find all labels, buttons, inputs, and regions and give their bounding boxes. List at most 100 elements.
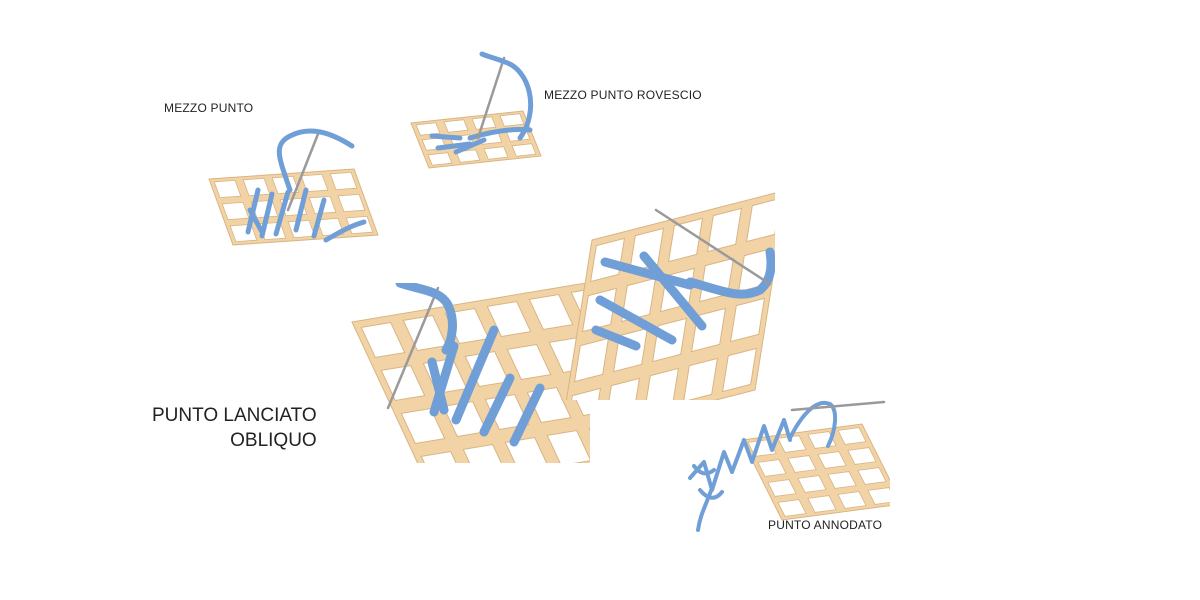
canvas-hole <box>329 171 358 191</box>
canvas-hole <box>300 173 329 193</box>
canvas-hole <box>573 337 610 383</box>
canvas-hole <box>667 217 704 263</box>
thread-stroke <box>451 325 499 425</box>
needle <box>386 286 440 410</box>
canvas-hole <box>797 475 827 493</box>
canvas-hole <box>847 447 877 465</box>
canvas-hole <box>645 367 680 400</box>
canvas-hole <box>337 193 366 213</box>
canvas-hole <box>588 427 590 432</box>
canvas-hole <box>483 146 509 160</box>
canvas-hole <box>706 207 743 253</box>
label-mezzo-punto: MEZZO PUNTO <box>164 101 254 115</box>
canvas-hole <box>609 467 652 502</box>
canvas-hole <box>787 455 817 473</box>
thread-stroke <box>479 51 534 141</box>
canvas-hole <box>499 113 525 127</box>
thread-stroke <box>595 295 677 345</box>
thread-stroke <box>247 207 265 235</box>
canvas-hole <box>651 460 694 495</box>
canvas-hole <box>721 347 758 393</box>
canvas-hole <box>427 152 453 166</box>
label-punto-lanciato-obliquo: PUNTO LANCIATO OBLIQUO <box>152 403 317 453</box>
label-mezzo-punto-rovescio: MEZZO PUNTO ROVESCIO <box>544 88 702 102</box>
thread-stroke <box>692 464 716 476</box>
thread-stroke <box>479 373 515 437</box>
thread-stroke <box>696 486 714 532</box>
canvas-hole <box>462 443 502 463</box>
thread-stroke <box>698 488 724 500</box>
label-punto-annodato: PUNTO ANNODATO <box>768 518 883 532</box>
canvas-grid <box>208 168 379 246</box>
canvas-hole <box>571 387 602 400</box>
canvas-hole <box>506 343 552 381</box>
canvas-hole <box>608 377 641 400</box>
thread-stroke <box>273 189 291 237</box>
mezzo-punto-figure <box>208 128 379 246</box>
canvas-hole <box>837 427 867 445</box>
punto-lanciato-detail-figure <box>565 192 775 400</box>
canvas-hole <box>483 488 526 523</box>
thread-stroke <box>600 257 695 290</box>
canvas-hole <box>567 474 610 509</box>
canvas-hole <box>443 119 469 133</box>
needle <box>476 56 506 140</box>
canvas-hole <box>380 364 426 402</box>
thread-stitches <box>427 325 545 447</box>
canvas-hole <box>777 499 807 517</box>
thread-stroke <box>395 283 457 355</box>
thread-stroke <box>435 141 473 151</box>
canvas-hole <box>420 450 457 463</box>
canvas-hole <box>528 293 574 331</box>
thread-stroke <box>427 357 449 415</box>
canvas-hole <box>631 417 674 452</box>
thread-stroke <box>311 197 327 239</box>
canvas-grid <box>741 423 890 521</box>
canvas-hole <box>867 487 890 505</box>
thread-stitches <box>245 187 367 243</box>
canvas-hole <box>511 143 537 157</box>
canvas-hole <box>807 495 837 513</box>
thread-stroke <box>293 187 309 233</box>
label-punto-lanciato-line1: PUNTO LANCIATO <box>152 405 317 426</box>
thread-stitches <box>591 247 775 351</box>
canvas-hole <box>360 321 406 359</box>
canvas-hole <box>546 429 590 463</box>
canvas-hole <box>827 471 857 489</box>
canvas-hole <box>628 227 665 273</box>
canvas-hole <box>441 495 484 530</box>
punto-annodato-figure <box>688 400 890 532</box>
thread-stroke <box>509 383 545 447</box>
canvas-hole <box>400 407 446 445</box>
needle <box>286 132 320 212</box>
canvas-hole <box>213 179 242 199</box>
canvas-hole <box>837 491 867 509</box>
label-punto-lanciato-line2: OBLIQUO <box>230 430 317 451</box>
canvas-hole <box>757 459 787 477</box>
canvas-hole <box>581 287 618 333</box>
canvas-hole <box>525 481 568 516</box>
thread-stroke <box>276 128 355 193</box>
thread-stroke <box>453 137 487 155</box>
mezzo-punto-rovescio-figure <box>410 51 542 169</box>
canvas-hole <box>767 479 797 497</box>
thread-stitches <box>688 400 837 532</box>
thread-stroke <box>429 133 463 141</box>
canvas-hole <box>745 199 775 243</box>
thread-stroke <box>259 191 275 239</box>
thread-stroke <box>639 251 707 331</box>
canvas-hole <box>729 297 766 343</box>
thread-stroke <box>591 325 641 351</box>
canvas-grid <box>565 192 775 400</box>
needle <box>654 208 772 286</box>
canvas-hole <box>857 467 887 485</box>
thread-stroke <box>688 418 792 492</box>
canvas-hole <box>683 357 719 400</box>
thread-stroke <box>685 247 775 299</box>
thread-stroke <box>788 400 837 448</box>
thread-stroke <box>323 219 367 243</box>
needle <box>790 400 886 412</box>
canvas-hole <box>817 451 847 469</box>
canvas-hole <box>415 122 441 136</box>
